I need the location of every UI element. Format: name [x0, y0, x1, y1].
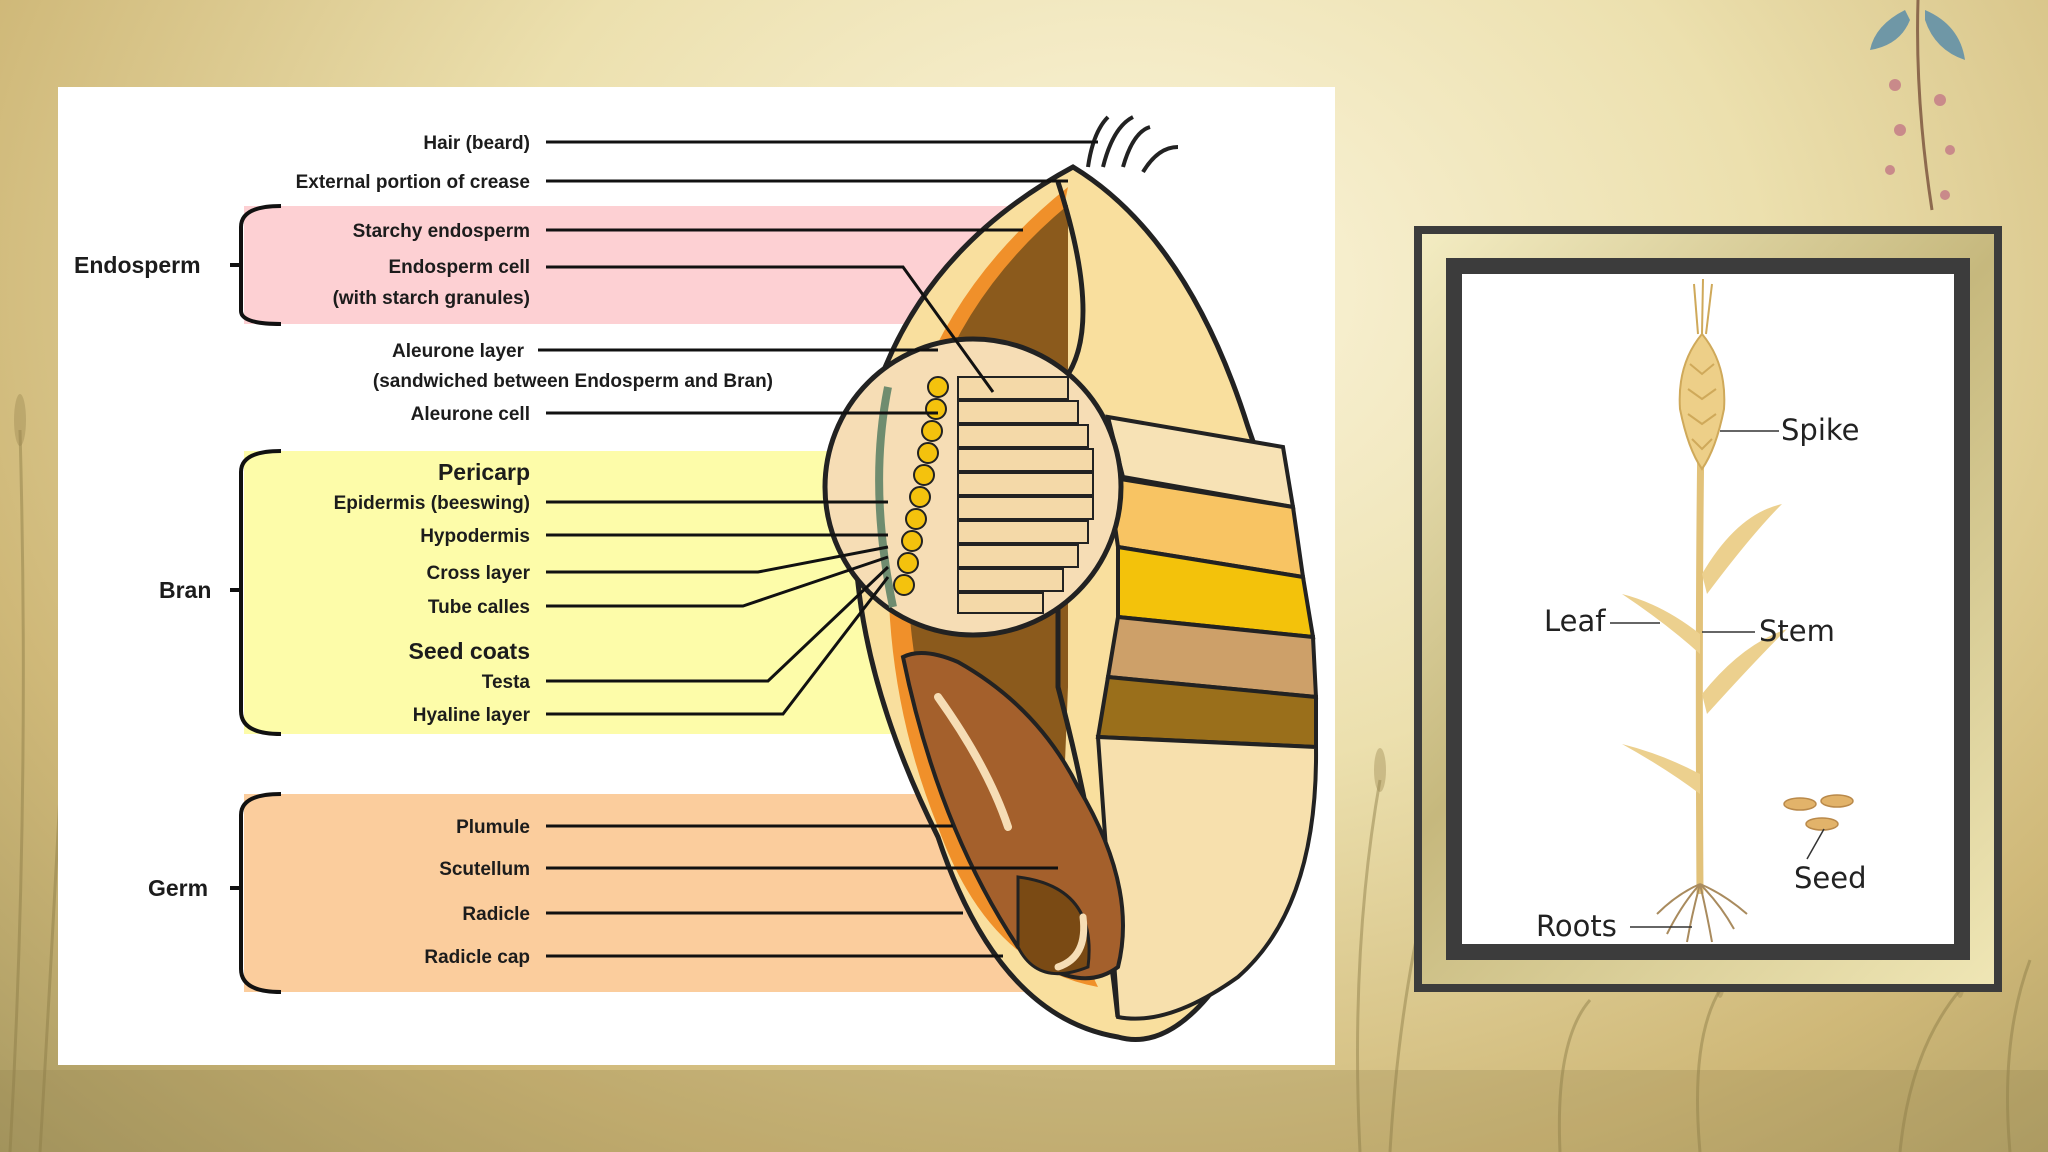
label-tube-cells: Tube calles [428, 597, 530, 618]
germ-band [244, 794, 1024, 992]
label-aleurone-sub: (sandwiched between Endosperm and Bran) [373, 371, 773, 392]
label-scutellum: Scutellum [439, 859, 530, 880]
label-aleurone-cell: Aleurone cell [411, 404, 530, 425]
label-radicle-cap: Radicle cap [424, 947, 530, 968]
label-starchy-endosperm: Starchy endosperm [353, 221, 530, 242]
group-brackets [230, 204, 282, 994]
label-endosperm-cell-sub: (with starch granules) [333, 288, 530, 309]
label-pericarp: Pericarp [438, 459, 530, 485]
label-hypodermis: Hypodermis [420, 526, 530, 547]
label-crease: External portion of crease [296, 172, 530, 193]
group-bran: Bran [159, 577, 211, 603]
flower-sprig-decoration [1870, 0, 1965, 211]
label-cross-layer: Cross layer [426, 563, 530, 584]
label-hyaline: Hyaline layer [413, 705, 531, 726]
wheat-plant-illustration [1622, 278, 1854, 943]
label-testa: Testa [482, 672, 531, 693]
plant-pointer-lines [1610, 430, 1825, 928]
label-spike: Spike [1781, 413, 1859, 447]
label-leaf: Leaf [1544, 604, 1606, 638]
group-endosperm: Endosperm [74, 252, 201, 278]
label-stem: Stem [1759, 614, 1835, 648]
grain-diagram-panel: Endosperm Bran Germ Hair (beard) Externa… [58, 87, 1335, 1065]
group-germ: Germ [148, 875, 208, 901]
label-roots: Roots [1536, 909, 1617, 943]
label-seed: Seed [1794, 861, 1867, 895]
label-endosperm-cell: Endosperm cell [389, 257, 531, 278]
label-aleurone-layer: Aleurone layer [392, 341, 525, 362]
leader-lines [538, 140, 1098, 958]
plant-diagram-panel: Spike Leaf Stem Seed Roots [1462, 274, 1954, 944]
label-seed-coats: Seed coats [409, 638, 530, 664]
label-hair: Hair (beard) [423, 133, 530, 154]
grain-illustration [822, 115, 1319, 1042]
label-radicle: Radicle [462, 904, 530, 925]
label-plumule: Plumule [456, 817, 530, 838]
label-epidermis: Epidermis (beeswing) [334, 493, 530, 514]
